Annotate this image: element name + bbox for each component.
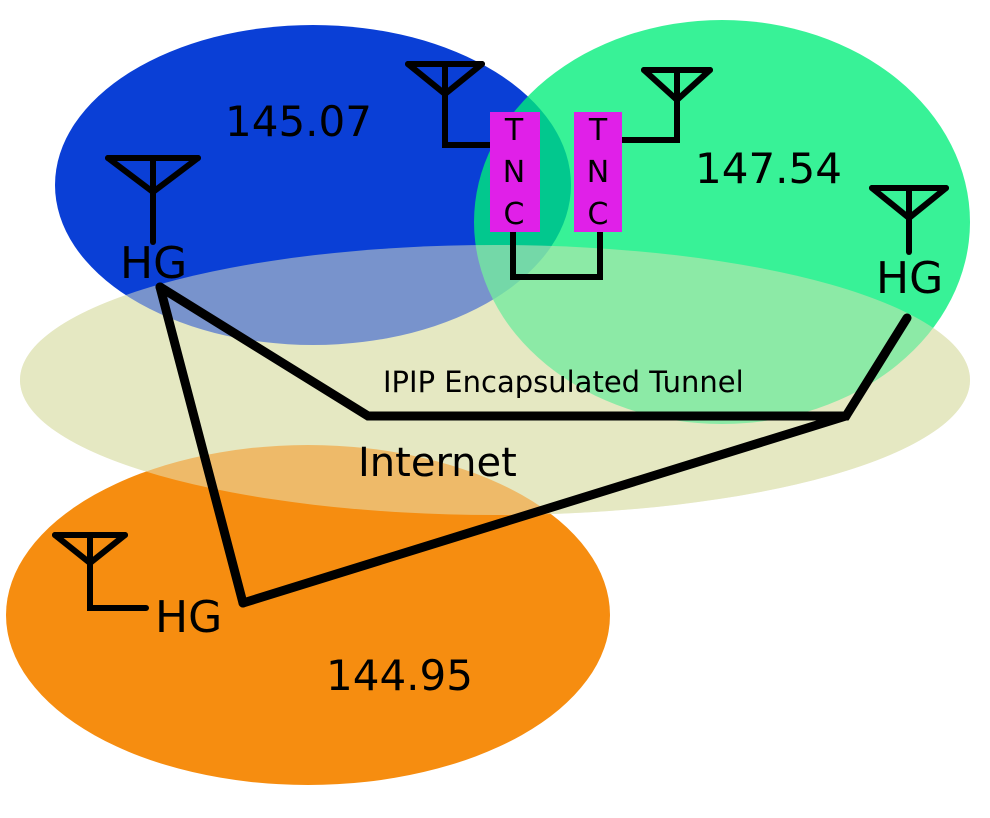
tnc-right: T N C xyxy=(574,112,622,232)
tnc-left-letter-t: T xyxy=(504,113,524,148)
tunnel-link-145-144 xyxy=(155,282,248,608)
tunnel-label: IPIP Encapsulated Tunnel xyxy=(383,365,744,399)
tnc-right-letter-t: T xyxy=(588,113,608,148)
tunnel-link-145-147 xyxy=(155,282,912,421)
tunnel-link-144-147 xyxy=(238,411,851,608)
tnc-right-box xyxy=(574,112,622,232)
tnc-link xyxy=(510,225,603,280)
gateway-147-label: HG xyxy=(876,253,943,304)
gateway-145-label: HG xyxy=(120,238,187,289)
network-144-label: 144.95 xyxy=(326,651,473,700)
gateway-144-label: HG xyxy=(155,592,222,643)
tnc-left: T N C xyxy=(490,112,540,232)
antenna-icon xyxy=(52,532,149,611)
tnc-left-letter-n: N xyxy=(503,155,525,190)
network-147-label: 147.54 xyxy=(695,144,842,193)
network-145-label: 145.07 xyxy=(225,97,372,146)
antenna-icon xyxy=(615,67,713,143)
antenna-icon xyxy=(105,155,201,245)
tnc-left-box xyxy=(490,112,540,232)
tnc-left-letter-c: C xyxy=(504,197,525,232)
antenna-icon xyxy=(405,61,495,148)
antenna-icon xyxy=(869,185,949,255)
internet-label: Internet xyxy=(358,440,517,486)
network-144-area xyxy=(6,445,610,785)
tnc-right-letter-n: N xyxy=(587,155,609,190)
tnc-right-letter-c: C xyxy=(588,197,609,232)
